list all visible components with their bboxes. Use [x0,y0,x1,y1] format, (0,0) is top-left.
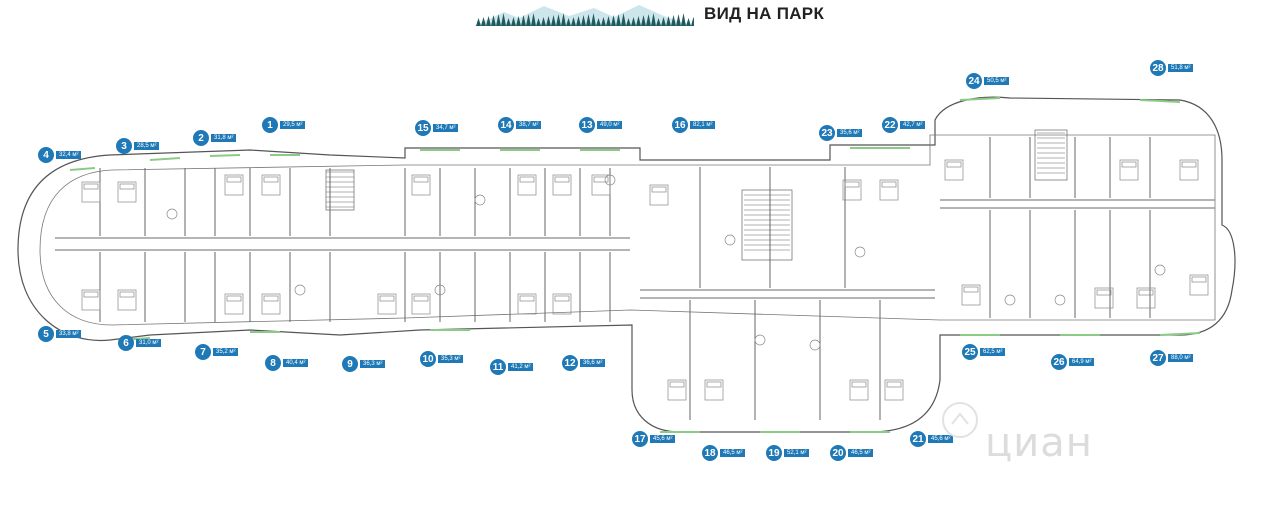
apartment-area: 82,1 м² [690,121,716,129]
apartment-area: 34,7 м² [433,124,459,132]
apartment-number: 12 [562,355,578,371]
apartment-number: 10 [420,351,436,367]
apartment-number: 26 [1051,354,1067,370]
apartment-number: 20 [830,445,846,461]
apartment-area: 31,8 м² [211,134,237,142]
stairwell-east [1034,129,1068,181]
apartment-number: 3 [116,138,132,154]
apartment-number: 2 [193,130,209,146]
apartment-area: 35,3 м² [438,355,464,363]
apartment-number: 17 [632,431,648,447]
apartment-area: 45,6 м² [650,435,676,443]
apartment-number: 1 [262,117,278,133]
apartment-number: 28 [1150,60,1166,76]
apartment-number: 15 [415,120,431,136]
apartment-area: 36,3 м² [360,360,386,368]
apartment-number: 27 [1150,350,1166,366]
cian-house-icon [942,402,978,438]
apartment-number: 14 [498,117,514,133]
apartment-area: 88,0 м² [1168,354,1194,362]
apartment-area: 49,0 м² [597,121,623,129]
apartment-area: 29,5 м² [280,121,306,129]
apartment-number: 6 [118,335,134,351]
mountain-forest-icon [474,5,694,26]
apartment-area: 51,8 м² [1168,64,1194,72]
apartment-number: 13 [579,117,595,133]
page-title: ВИД НА ПАРК [704,4,825,23]
apartment-number: 8 [265,355,281,371]
apartment-number: 21 [910,431,926,447]
apartment-area: 62,5 м² [980,348,1006,356]
apartment-area: 42,7 м² [900,121,926,129]
apartment-number: 9 [342,356,358,372]
apartment-area: 45,6 м² [928,435,954,443]
apartment-area: 31,0 м² [136,339,162,347]
apartment-number: 11 [490,359,506,375]
apartment-area: 35,2 м² [213,348,239,356]
apartment-number: 24 [966,73,982,89]
apartment-number: 22 [882,117,898,133]
apartment-number: 23 [819,125,835,141]
apartment-area: 32,4 м² [56,151,82,159]
apartment-area: 64,9 м² [1069,358,1095,366]
apartment-number: 18 [702,445,718,461]
building-outline [17,96,1236,433]
apartment-number: 4 [38,147,54,163]
apartment-area: 40,4 м² [283,359,309,367]
apartment-area: 41,2 м² [508,363,534,371]
apartment-number: 7 [195,344,211,360]
apartment-area: 35,6 м² [837,129,863,137]
apartment-area: 38,7 м² [516,121,542,129]
apartment-number: 25 [962,344,978,360]
apartment-area: 50,5 м² [984,77,1010,85]
apartment-area: 36,6 м² [580,359,606,367]
stairwell-west [325,169,355,211]
apartment-area: 46,5 м² [848,449,874,457]
apartment-area: 28,5 м² [134,142,160,150]
apartment-number: 5 [38,326,54,342]
apartment-number: 16 [672,117,688,133]
apartment-number: 19 [766,445,782,461]
watermark: циан [985,420,1093,466]
stairwell-center [741,189,793,261]
apartment-area: 33,8 м² [56,330,82,338]
apartment-area: 52,1 м² [784,449,810,457]
apartment-area: 46,5 м² [720,449,746,457]
